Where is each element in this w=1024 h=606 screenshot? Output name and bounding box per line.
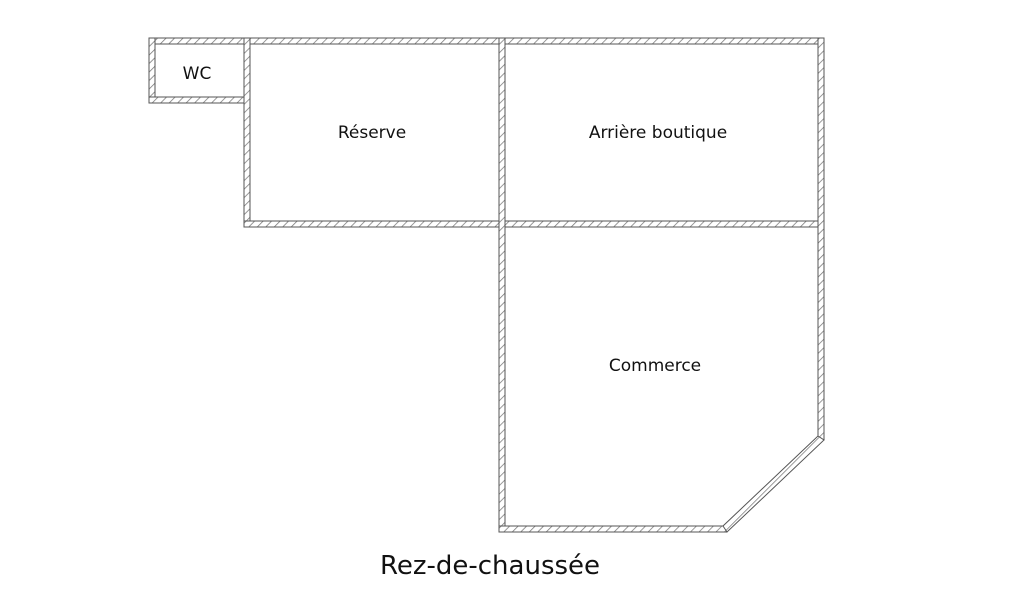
wall-diagonal (722, 435, 825, 533)
room-label-reserve: Réserve (337, 123, 407, 143)
wall-bottom (498, 525, 728, 533)
walls (148, 37, 825, 533)
wall-middle-horizontal (243, 220, 825, 228)
wall-middle-vertical (498, 37, 506, 533)
room-label-commerce: Commerce (608, 356, 702, 376)
wall-wc-left (148, 37, 156, 104)
wall-right (817, 37, 825, 441)
floor-title: Rez-de-chaussée (379, 551, 601, 581)
wall-reserve-left (243, 37, 251, 228)
room-label-wc: WC (182, 64, 212, 84)
wall-wc-bottom (148, 96, 251, 104)
room-label-arriere-boutique: Arrière boutique (588, 123, 728, 143)
